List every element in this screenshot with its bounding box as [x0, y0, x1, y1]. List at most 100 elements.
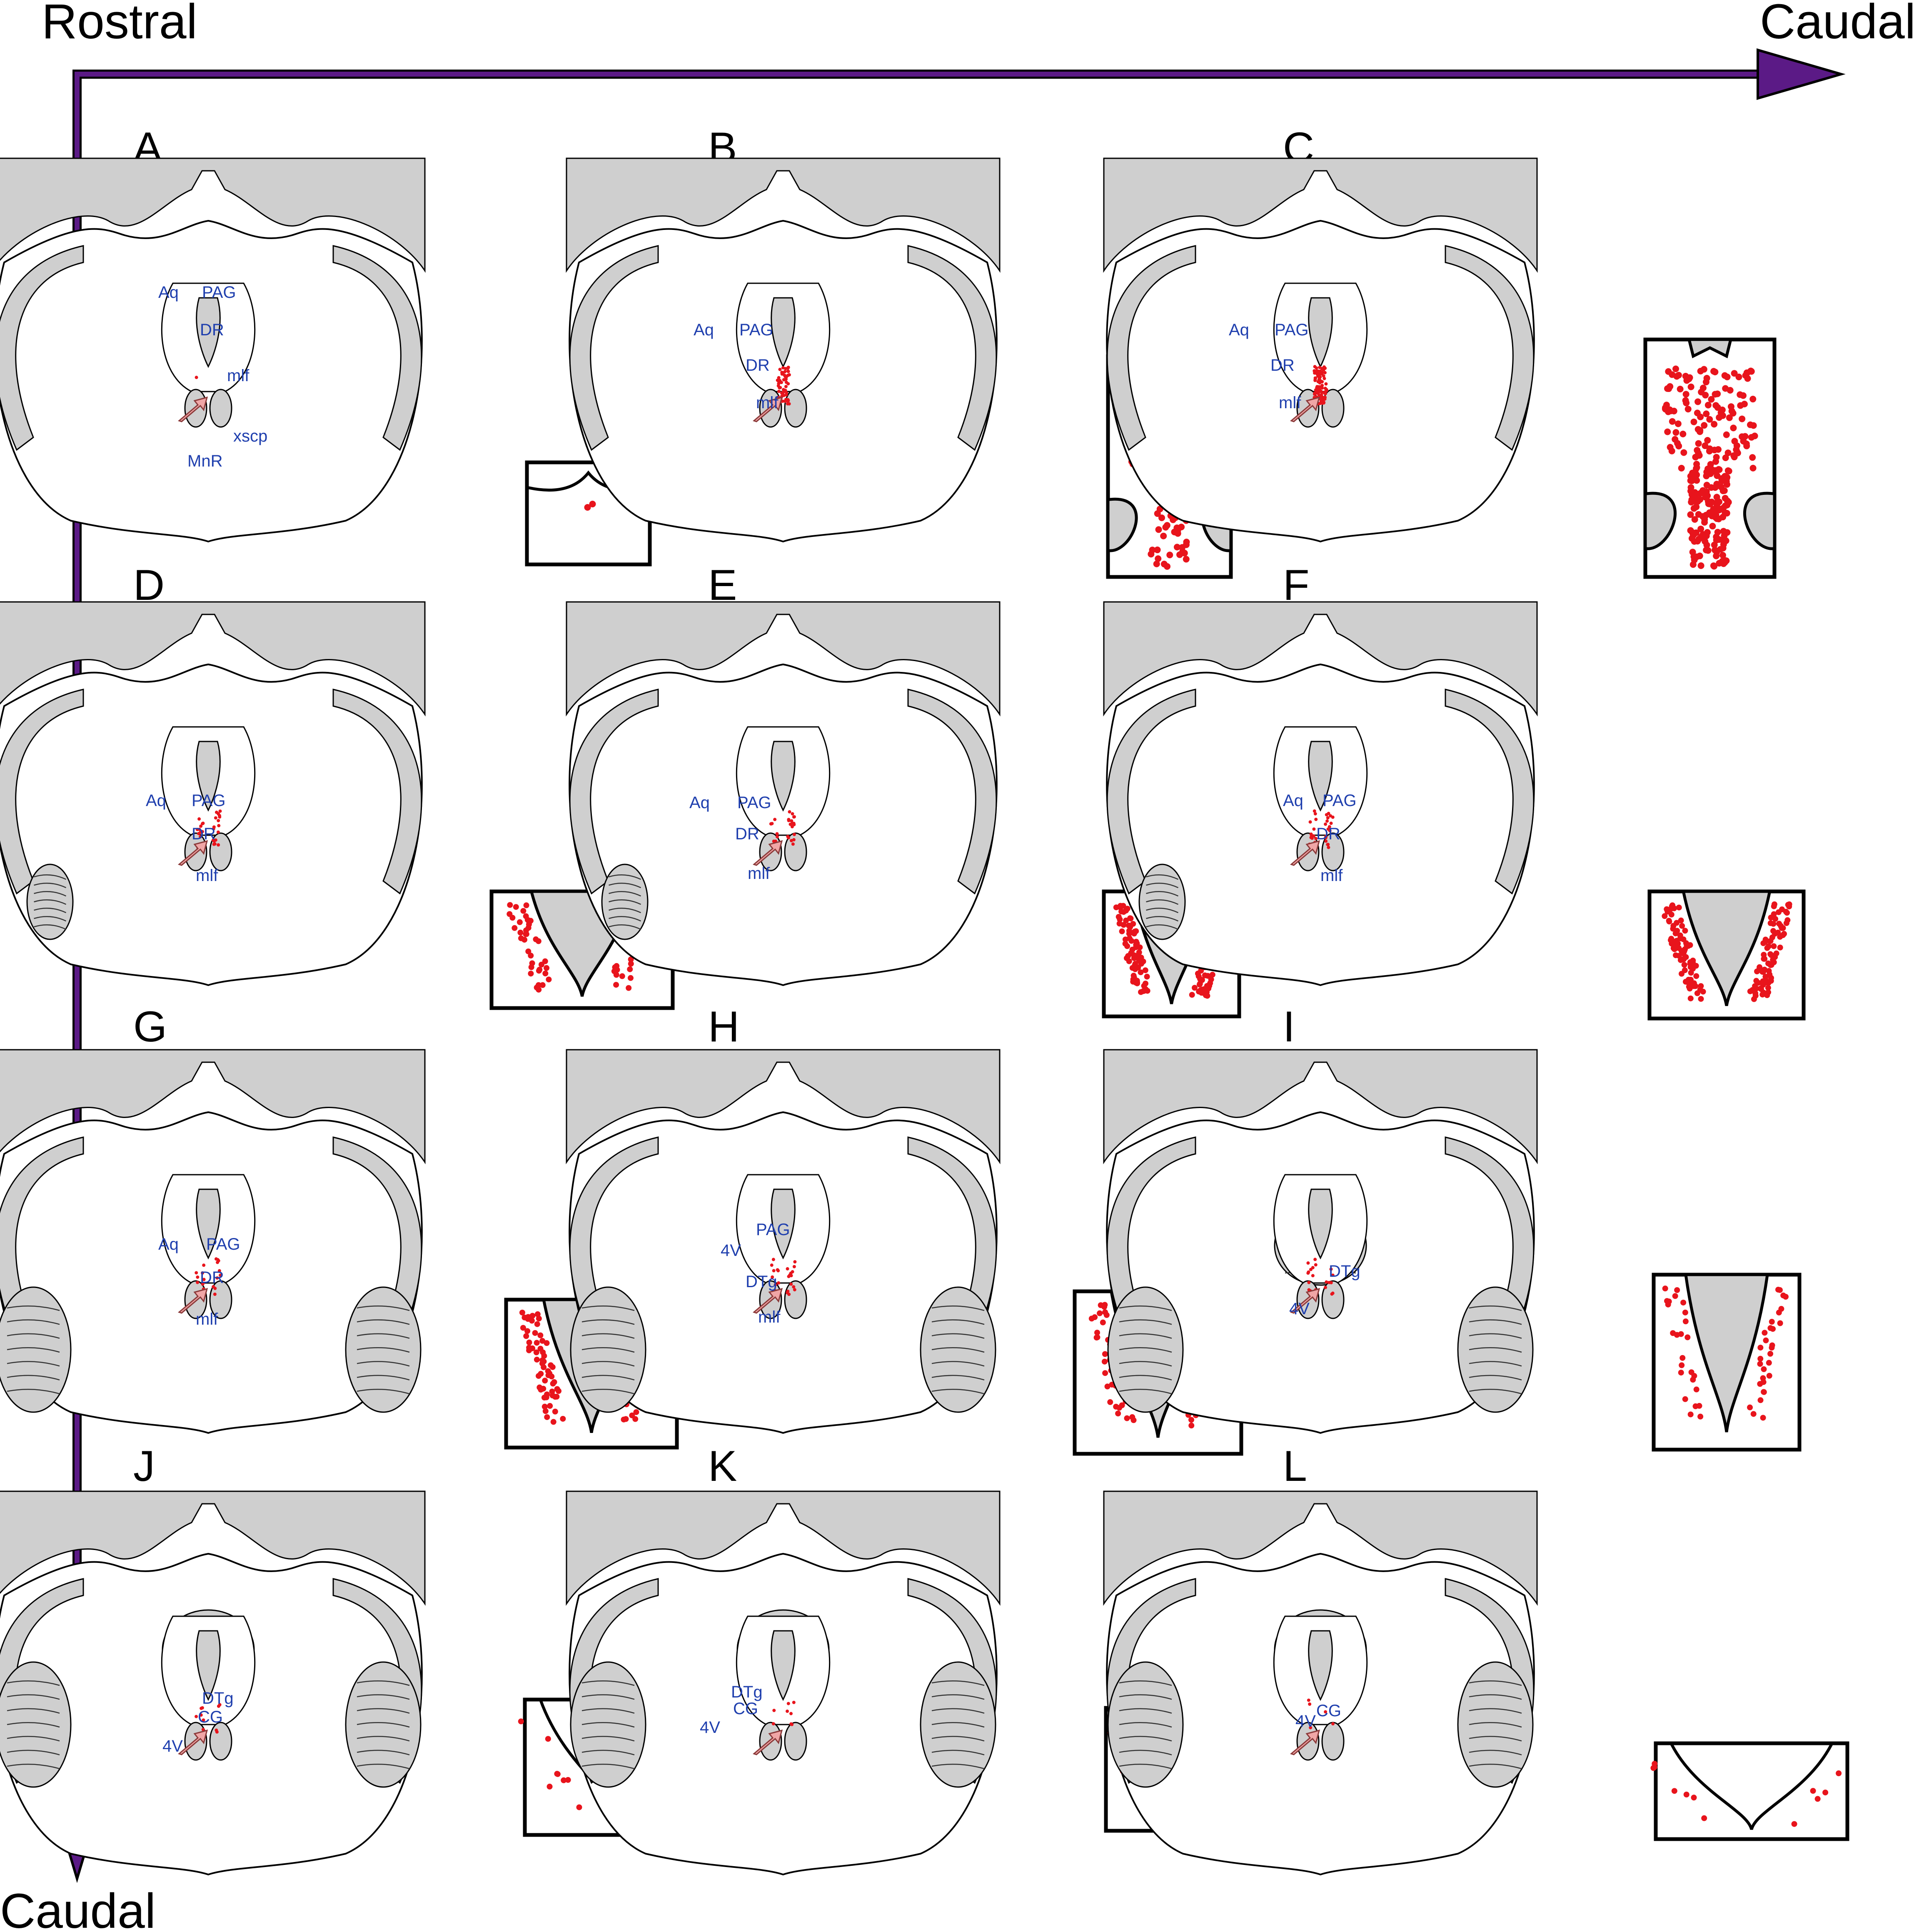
labeled-cell: [792, 815, 796, 819]
stripe: [1119, 1347, 1172, 1353]
labeled-cell: [791, 842, 795, 846]
labeled-cell: [1320, 384, 1324, 387]
labeled-cell: [1699, 384, 1707, 392]
labeled-cell: [1733, 442, 1740, 449]
labeled-cell: [614, 967, 620, 973]
labeled-cell: [538, 1387, 544, 1393]
labeled-cell: [1762, 936, 1769, 943]
labeled-cell: [1307, 1698, 1310, 1702]
labeled-cell: [218, 809, 222, 813]
labeled-cell: [784, 377, 788, 381]
labeled-cell: [786, 1702, 790, 1705]
labeled-cell: [774, 1283, 777, 1286]
labeled-cell: [1188, 1423, 1195, 1429]
labeled-cell: [528, 953, 534, 959]
labeled-cell: [791, 812, 794, 816]
stripe: [1469, 1750, 1522, 1755]
labeled-cell: [781, 366, 785, 369]
pointer-arrow: [752, 1288, 783, 1314]
stripe: [1146, 883, 1179, 889]
aqueduct: [771, 1188, 796, 1260]
mlf-bundle: [209, 1722, 232, 1761]
labeled-cell: [784, 384, 788, 388]
labeled-cell: [218, 815, 222, 819]
striated-nucleus: [26, 864, 74, 940]
region-label-mlf: mlf: [1320, 866, 1343, 885]
mlf-bundle: [784, 832, 807, 871]
labeled-cell: [1775, 929, 1781, 936]
labeled-cell: [1207, 980, 1213, 986]
lateral-gray-band: [1106, 689, 1196, 895]
labeled-cell: [1760, 978, 1766, 984]
region-label-cg: CG: [1316, 1702, 1341, 1720]
labeled-cell: [1725, 467, 1732, 474]
labeled-cell: [1730, 424, 1737, 432]
labeled-cell: [1744, 375, 1751, 382]
labeled-cell: [518, 1718, 524, 1725]
labeled-cell: [1684, 406, 1692, 413]
labeled-cell: [1720, 560, 1727, 567]
striated-nucleus: [570, 1286, 646, 1413]
labeled-cell: [212, 839, 216, 843]
labeled-cell: [786, 369, 790, 373]
labeled-cell: [1757, 986, 1764, 992]
labeled-cell: [1776, 1309, 1782, 1315]
region-label-mnr: MnR: [187, 452, 222, 470]
labeled-cell: [517, 919, 523, 925]
labeled-cell: [1682, 1396, 1688, 1402]
stripe: [7, 1333, 60, 1339]
stripe: [7, 1680, 60, 1686]
labeled-cell: [1331, 1273, 1335, 1277]
labeled-cell: [1719, 504, 1727, 512]
inset-mlf: [1644, 492, 1677, 550]
stripe: [1146, 891, 1179, 897]
region-label-aq: Aq: [1229, 321, 1249, 339]
stripe: [931, 1680, 985, 1686]
labeled-cell: [217, 819, 220, 822]
labeled-cell: [1097, 1310, 1103, 1316]
cortex-band: [1103, 1049, 1538, 1164]
labeled-cell: [523, 902, 529, 909]
labeled-cell: [1716, 498, 1723, 505]
labeled-cell: [771, 1722, 775, 1726]
labeled-cell: [1668, 936, 1674, 942]
stripe: [1119, 1361, 1172, 1367]
labeled-cell: [1115, 1410, 1121, 1417]
labeled-cell: [535, 938, 542, 944]
labeled-cell: [1322, 368, 1325, 372]
labeled-cell: [1767, 1325, 1774, 1331]
labeled-cell: [1173, 544, 1180, 551]
labeled-cell: [1691, 1373, 1697, 1379]
labeled-cell: [1662, 913, 1668, 919]
labeled-cell: [1770, 928, 1777, 934]
labeled-cell: [1672, 930, 1679, 936]
labeled-cell: [1153, 560, 1160, 567]
aqueduct: [1308, 1188, 1333, 1260]
stripe: [7, 1708, 60, 1714]
labeled-cell: [633, 1409, 639, 1415]
labeled-cell: [1318, 372, 1322, 376]
mlf-bundle: [1321, 1722, 1345, 1761]
region-label-pag: PAG: [1275, 321, 1309, 339]
region-label-cg: CG: [198, 1708, 223, 1726]
labeled-cell: [517, 929, 524, 936]
labeled-cell: [1693, 503, 1700, 510]
labeled-cell: [1331, 1722, 1335, 1726]
stripe: [34, 924, 67, 930]
stripe: [357, 1347, 410, 1353]
labeled-cell: [1119, 928, 1125, 934]
labeled-cell: [619, 973, 625, 979]
region-label-dr: DR: [1270, 356, 1295, 374]
mlf-bundle: [784, 1722, 807, 1761]
stripe: [7, 1763, 60, 1770]
labeled-cell: [1739, 415, 1746, 422]
labeled-cell: [1325, 819, 1329, 823]
pointer-arrow: [752, 1729, 783, 1755]
stripe: [357, 1680, 410, 1686]
labeled-cell: [217, 843, 220, 847]
labeled-cell: [1679, 971, 1685, 977]
labeled-cell: [1697, 427, 1704, 434]
labeled-cell: [1674, 1287, 1680, 1293]
labeled-cell: [1780, 932, 1786, 938]
labeled-cell: [217, 824, 221, 828]
